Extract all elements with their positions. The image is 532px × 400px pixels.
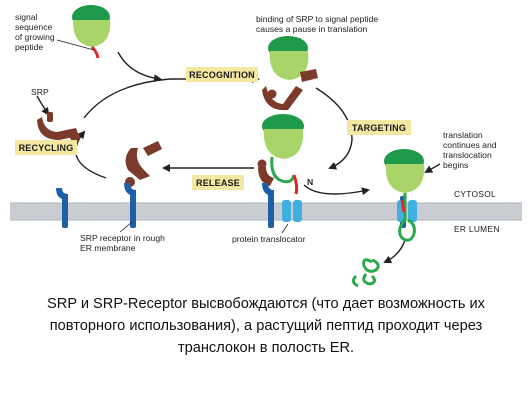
arrow-recycling bbox=[75, 130, 107, 179]
label-srp-receptor-line-2: ER membrane bbox=[80, 243, 136, 253]
srp-receptor-left bbox=[56, 188, 68, 228]
label-srp: SRP bbox=[31, 87, 49, 97]
label-cytosol: CYTOSOL bbox=[454, 189, 496, 199]
caption-line-2: повторного использования), а растущий пе… bbox=[49, 318, 483, 334]
label-binding-line-2: causes a pause in translation bbox=[256, 24, 368, 34]
arrow-recycle-to-recognition bbox=[83, 75, 260, 119]
arrow-targeting bbox=[315, 87, 353, 170]
label-translation-line-2: continues and bbox=[443, 140, 497, 150]
er-membrane bbox=[10, 202, 522, 221]
label-er-lumen: ER LUMEN bbox=[454, 224, 500, 234]
ribosome-growing-peptide bbox=[72, 5, 111, 59]
label-signal-sequence: signal sequence of growing peptide bbox=[15, 12, 55, 52]
step-recognition-label: RECOGNITION bbox=[189, 70, 255, 80]
label-n-terminus: N bbox=[307, 177, 313, 187]
folded-peptide bbox=[351, 258, 380, 288]
receptor-pointer-line bbox=[119, 221, 133, 233]
label-signal-sequence-line-4: peptide bbox=[15, 42, 43, 52]
ribosome-at-receptor bbox=[257, 114, 304, 195]
step-release-label: RELEASE bbox=[196, 178, 240, 188]
label-translation-line-1: translation bbox=[443, 130, 483, 140]
ribosome-translocating bbox=[384, 149, 425, 242]
label-binding-line-1: binding of SRP to signal peptide bbox=[256, 14, 378, 24]
label-signal-sequence-line-1: signal bbox=[15, 12, 38, 22]
step-recycling: RECYCLING bbox=[15, 140, 77, 155]
step-recycling-label: RECYCLING bbox=[19, 143, 74, 153]
caption: SRP и SRP-Receptor высвобождаются (что д… bbox=[0, 293, 532, 359]
translocator-pointer-line bbox=[281, 223, 289, 234]
caption-line-1: SRP и SRP-Receptor высвобождаются (что д… bbox=[47, 296, 485, 312]
label-signal-sequence-line-2: sequence bbox=[15, 22, 52, 32]
label-translation-continues: translation continues and translocation … bbox=[443, 130, 497, 170]
step-release: RELEASE bbox=[192, 175, 244, 190]
arrow-srp-pointer bbox=[36, 95, 50, 116]
label-translation-line-4: begins bbox=[443, 160, 468, 170]
label-srp-receptor: SRP receptor in rough ER membrane bbox=[80, 233, 165, 253]
step-targeting-label: TARGETING bbox=[352, 123, 406, 133]
srp-released bbox=[125, 141, 162, 187]
ribosome-srp-binding bbox=[262, 36, 318, 111]
label-translation-line-3: translocation bbox=[443, 150, 492, 160]
arrow-translation-pointer bbox=[424, 163, 441, 173]
step-targeting: TARGETING bbox=[347, 120, 411, 135]
label-binding: binding of SRP to signal peptide causes … bbox=[256, 14, 378, 34]
srp-receptor-at-translocator bbox=[262, 183, 274, 228]
arrow-to-lumen bbox=[383, 239, 406, 264]
srp-free bbox=[37, 112, 80, 142]
signal-pointer-line bbox=[56, 39, 95, 51]
label-srp-receptor-line-1: SRP receptor in rough bbox=[80, 233, 165, 243]
arrow-to-recognition bbox=[117, 51, 162, 83]
arrow-to-translocation bbox=[303, 184, 370, 196]
srp-receptor-middle bbox=[124, 183, 136, 228]
caption-line-3: транслокон в полость ER. bbox=[177, 340, 355, 356]
label-protein-translocator: protein translocator bbox=[232, 234, 306, 244]
label-signal-sequence-line-3: of growing bbox=[15, 32, 55, 42]
protein-translocator bbox=[282, 200, 302, 222]
step-recognition: RECOGNITION bbox=[186, 67, 258, 82]
